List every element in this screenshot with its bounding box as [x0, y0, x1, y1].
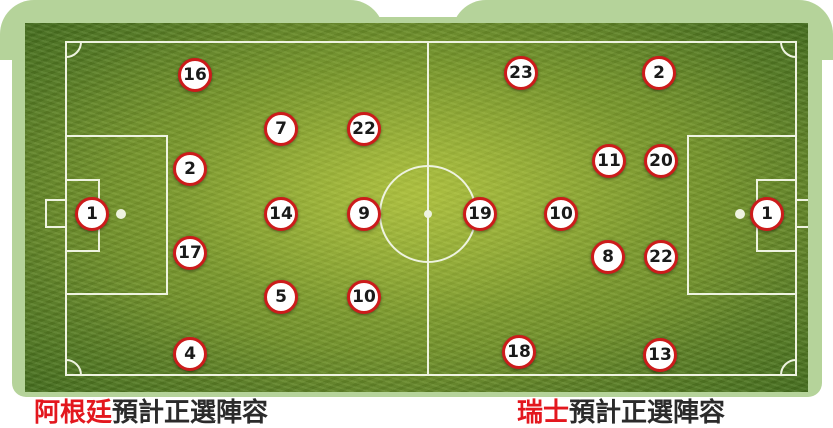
corner-arc-bottom-left — [66, 360, 81, 375]
corner-arc-top-left — [66, 42, 81, 57]
left-goal — [46, 200, 66, 227]
left-player-marker: 5 — [264, 280, 298, 314]
right-team-name: 瑞士 — [517, 398, 569, 428]
pitch-boundary — [66, 42, 796, 375]
left-penalty-spot — [116, 209, 126, 219]
left-player-marker: 9 — [347, 197, 381, 231]
left-player-marker: 4 — [173, 337, 207, 371]
right-goal — [796, 200, 808, 227]
left-team-caption-text: 預計正選陣容 — [112, 398, 268, 428]
centre-spot — [424, 210, 432, 218]
right-player-marker: 22 — [644, 240, 678, 274]
left-team-name: 阿根廷 — [34, 398, 112, 428]
corner-arc-bottom-right — [781, 360, 796, 375]
pitch-markings — [25, 23, 808, 392]
right-player-marker: 18 — [502, 335, 536, 369]
left-player-marker: 1 — [75, 197, 109, 231]
right-player-marker: 2 — [642, 56, 676, 90]
left-player-marker: 14 — [264, 197, 298, 231]
left-player-marker: 10 — [347, 280, 381, 314]
right-player-marker: 19 — [463, 197, 497, 231]
left-player-marker: 7 — [264, 112, 298, 146]
left-player-marker: 2 — [173, 152, 207, 186]
corner-arc-top-right — [781, 42, 796, 57]
left-player-marker: 16 — [178, 58, 212, 92]
right-player-marker: 11 — [592, 144, 626, 178]
right-penalty-spot — [735, 209, 745, 219]
right-player-marker: 10 — [544, 197, 578, 231]
left-player-marker: 22 — [347, 112, 381, 146]
right-player-marker: 8 — [591, 240, 625, 274]
right-player-marker: 20 — [644, 144, 678, 178]
right-player-marker: 1 — [750, 197, 784, 231]
right-player-marker: 13 — [643, 338, 677, 372]
right-team-caption: 瑞士預計正選陣容 — [517, 398, 725, 428]
right-player-marker: 23 — [504, 56, 538, 90]
left-player-marker: 17 — [173, 236, 207, 270]
right-team-caption-text: 預計正選陣容 — [569, 398, 725, 428]
left-team-caption: 阿根廷預計正選陣容 — [34, 398, 268, 428]
